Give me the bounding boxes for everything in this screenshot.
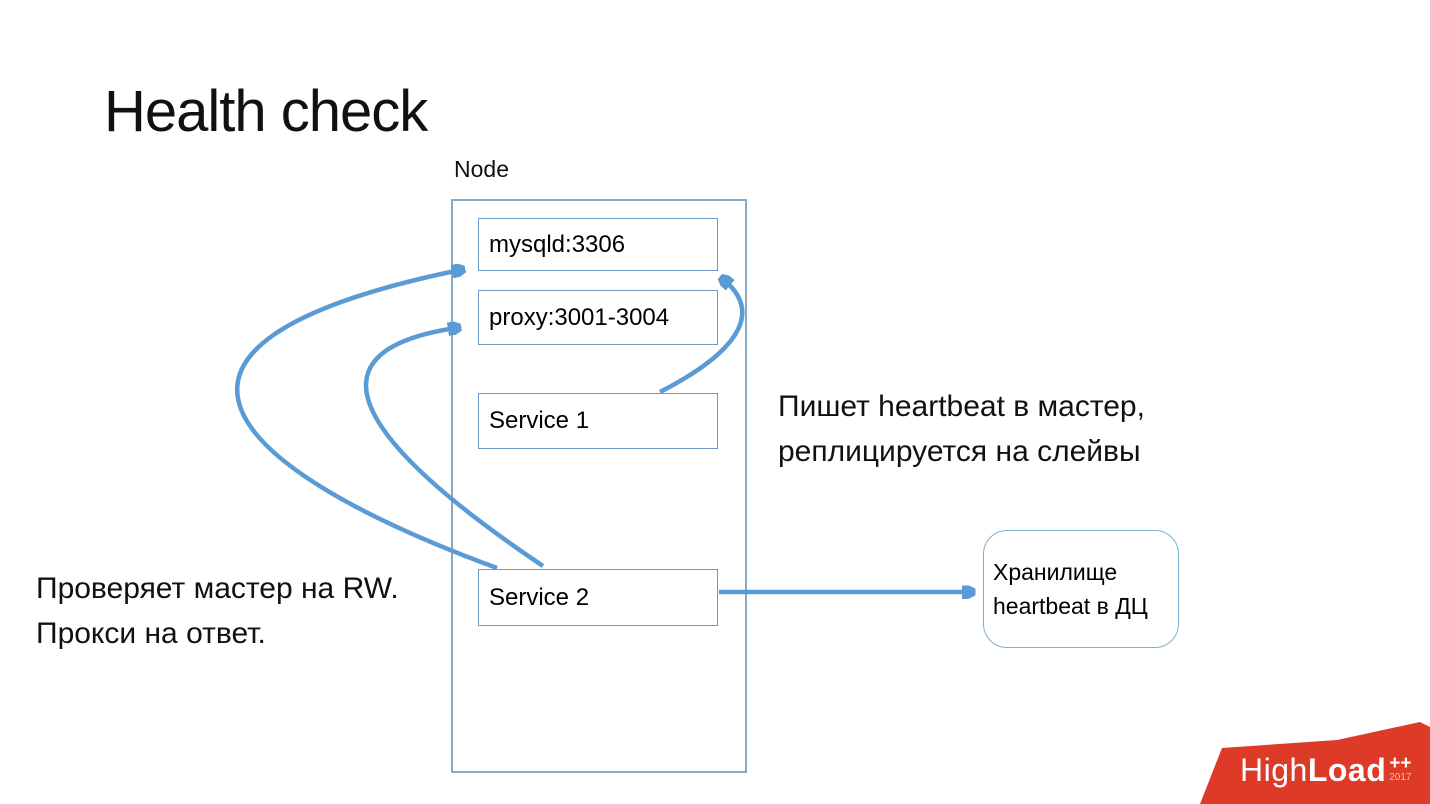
box-proxy-label: proxy:3001-3004 bbox=[489, 303, 670, 331]
note-master-check: Проверяет мастер на RW. Прокси на ответ. bbox=[36, 566, 399, 656]
note-heartbeat-line1: Пишет heartbeat в мастер, bbox=[778, 390, 1145, 423]
note-heartbeat: Пишет heartbeat в мастер, реплицируется … bbox=[778, 384, 1145, 474]
note-master-check-line1: Проверяет мастер на RW. bbox=[36, 572, 399, 605]
note-master-check-line2: Прокси на ответ. bbox=[36, 617, 266, 650]
node-label: Node bbox=[454, 156, 509, 182]
storage-line1: Хранилище bbox=[993, 559, 1118, 585]
logo-shape bbox=[1200, 722, 1430, 804]
storage-box: Хранилище heartbeat в ДЦ bbox=[983, 530, 1179, 648]
node-container bbox=[451, 199, 747, 773]
logo-year: 2017 bbox=[1389, 772, 1412, 784]
box-service2-label: Service 2 bbox=[489, 583, 590, 611]
note-heartbeat-line2: реплицируется на слейвы bbox=[778, 435, 1141, 468]
box-service1-label: Service 1 bbox=[489, 407, 590, 434]
box-proxy: proxy:3001-3004 bbox=[478, 290, 718, 345]
slide-title: Health check bbox=[104, 79, 428, 144]
box-service2: Service 2 bbox=[478, 569, 718, 626]
logo-text-high: High bbox=[1240, 752, 1308, 788]
logo-text-load: Load bbox=[1307, 752, 1387, 788]
storage-line2: heartbeat в ДЦ bbox=[993, 593, 1148, 619]
logo-suffix-block: ++ 2017 bbox=[1389, 753, 1412, 784]
box-mysqld-label: mysqld:3306 bbox=[489, 230, 626, 258]
box-service1: Service 1 bbox=[478, 393, 718, 449]
box-mysqld: mysqld:3306 bbox=[478, 218, 718, 271]
logo-plusplus: ++ bbox=[1389, 753, 1412, 774]
